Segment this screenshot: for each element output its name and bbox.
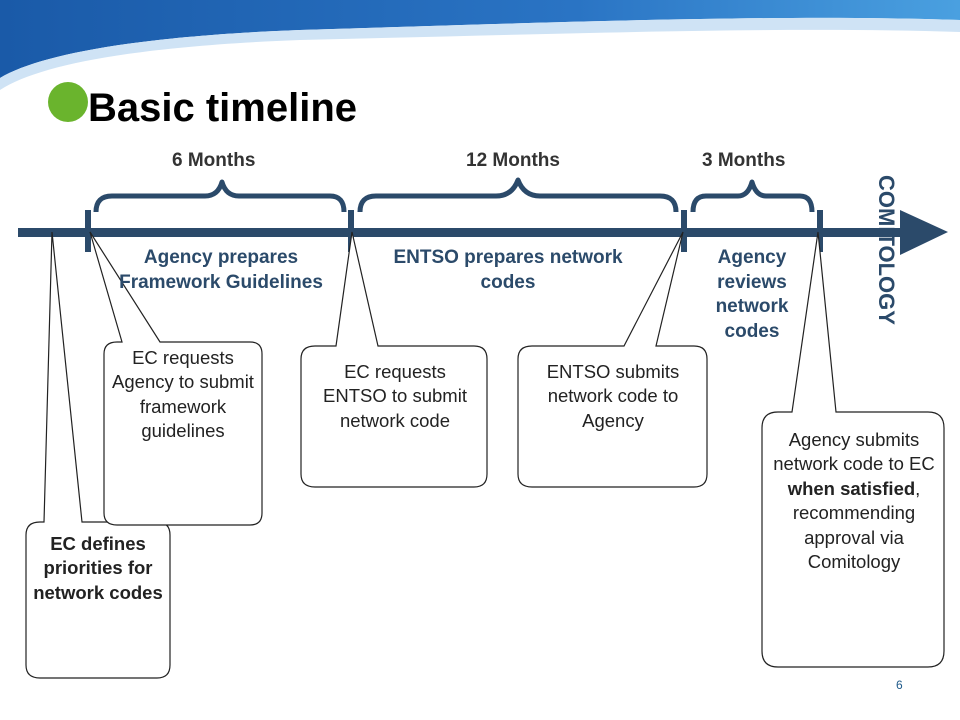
tick-2 <box>348 210 354 252</box>
timeline-bar <box>18 228 900 237</box>
timeline-arrow-icon <box>900 210 948 255</box>
header-12-months: 12 Months <box>466 150 560 171</box>
title-bullet-icon <box>48 82 88 122</box>
callout-ec-requests-entso <box>300 231 488 488</box>
callout-entso-submits <box>517 231 708 488</box>
page-title: Basic timeline <box>88 86 358 130</box>
callout-text-ec-requests-entso: EC requests ENTSO to submit network code <box>323 361 467 431</box>
tick-3 <box>681 210 687 252</box>
callout-text-ec-defines: EC defines priorities for network codes <box>33 533 163 603</box>
callout-text-ec-requests-agency: EC requests Agency to submit framework g… <box>112 347 254 442</box>
phase-entso-prepares: ENTSO prepares network codes <box>393 247 623 293</box>
brace-12-months <box>357 177 679 213</box>
brace-3-months <box>690 179 815 213</box>
agency-submits-text-end: , recommending approval via Comitology <box>792 477 921 573</box>
phase-agency-prepares: Agency prepares Framework Guidelines <box>119 247 323 293</box>
agency-submits-text-start: Agency submits network code to EC <box>773 429 935 475</box>
phase-agency-reviews: Agency reviews network codes <box>715 247 789 343</box>
callout-agency-submits <box>761 231 945 668</box>
tick-4 <box>817 210 823 252</box>
brace-6-months <box>93 179 347 213</box>
agency-submits-text-bold: when satisfied <box>787 477 916 499</box>
page-number: 6 <box>896 678 903 692</box>
comitology-label: COMITOLOGY <box>874 175 899 325</box>
header-3-months: 3 Months <box>702 150 786 171</box>
callout-ec-requests-agency <box>89 231 263 526</box>
callout-text-agency-submits: Agency submits network code to EC when s… <box>770 428 938 574</box>
tick-1 <box>85 210 91 252</box>
header-6-months: 6 Months <box>172 150 256 171</box>
header-band-light <box>0 17 960 90</box>
callout-text-entso-submits: ENTSO submits network code to Agency <box>546 361 680 431</box>
header-band <box>0 0 960 78</box>
